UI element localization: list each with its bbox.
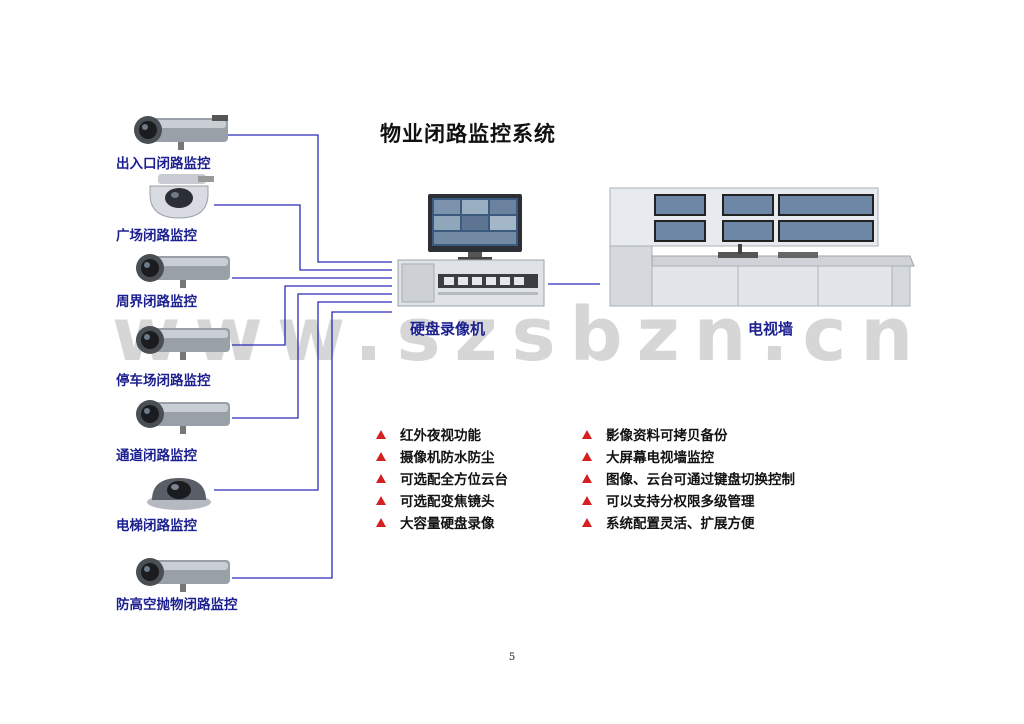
page-number: 5 <box>0 652 1024 663</box>
bullet-camera-icon <box>130 554 232 594</box>
wire-anti-throw <box>232 312 392 578</box>
camera-label-entrance: 出入口闭路监控 <box>116 152 211 172</box>
bullet-triangle-icon <box>582 518 592 527</box>
camera-label-corridor: 通道闭路监控 <box>116 444 197 464</box>
bullet-triangle-icon <box>376 518 386 527</box>
feature-right-3: 图像、云台可通过键盘切换控制 <box>582 468 795 488</box>
bullet-camera-icon <box>130 250 232 290</box>
bullet-triangle-icon <box>376 474 386 483</box>
bullet-triangle-icon <box>376 430 386 439</box>
wire-plaza <box>214 205 392 270</box>
feature-right-4: 可以支持分权限多级管理 <box>582 490 755 510</box>
video-wall-console-icon <box>598 186 916 314</box>
wire-entrance <box>228 135 392 262</box>
feature-left-1: 红外夜视功能 <box>376 424 481 444</box>
bullet-triangle-icon <box>582 452 592 461</box>
video-wall-label: 电视墙 <box>748 318 793 339</box>
feature-left-5: 大容量硬盘录像 <box>376 512 495 532</box>
feature-left-2: 摄像机防水防尘 <box>376 446 495 466</box>
bullet-triangle-icon <box>376 496 386 505</box>
wire-elevator <box>214 302 392 490</box>
dome-camera-icon <box>142 172 216 222</box>
bullet-triangle-icon <box>376 452 386 461</box>
feature-right-1: 影像资料可拷贝备份 <box>582 424 728 444</box>
bullet-triangle-icon <box>582 474 592 483</box>
camera-label-anti-throw: 防高空抛物闭路监控 <box>116 593 238 613</box>
camera-label-plaza: 广场闭路监控 <box>116 224 197 244</box>
bullet-camera-icon <box>128 112 230 152</box>
wire-parking <box>232 286 392 345</box>
camera-label-parking: 停车场闭路监控 <box>116 369 211 389</box>
bullet-camera-icon <box>130 396 232 436</box>
bullet-triangle-icon <box>582 496 592 505</box>
dvr-recorder-icon <box>388 190 550 312</box>
camera-label-perimeter: 周界闭路监控 <box>116 290 197 310</box>
feature-right-5: 系统配置灵活、扩展方便 <box>582 512 755 532</box>
feature-right-2: 大屏幕电视墙监控 <box>582 446 714 466</box>
bullet-camera-icon <box>130 322 232 362</box>
feature-left-3: 可选配全方位云台 <box>376 468 508 488</box>
feature-left-4: 可选配变焦镜头 <box>376 490 495 510</box>
mini-dome-camera-icon <box>144 472 214 512</box>
bullet-triangle-icon <box>582 430 592 439</box>
recorder-label: 硬盘录像机 <box>410 318 485 339</box>
camera-label-elevator: 电梯闭路监控 <box>116 514 197 534</box>
page-title: 物业闭路监控系统 <box>380 118 556 148</box>
